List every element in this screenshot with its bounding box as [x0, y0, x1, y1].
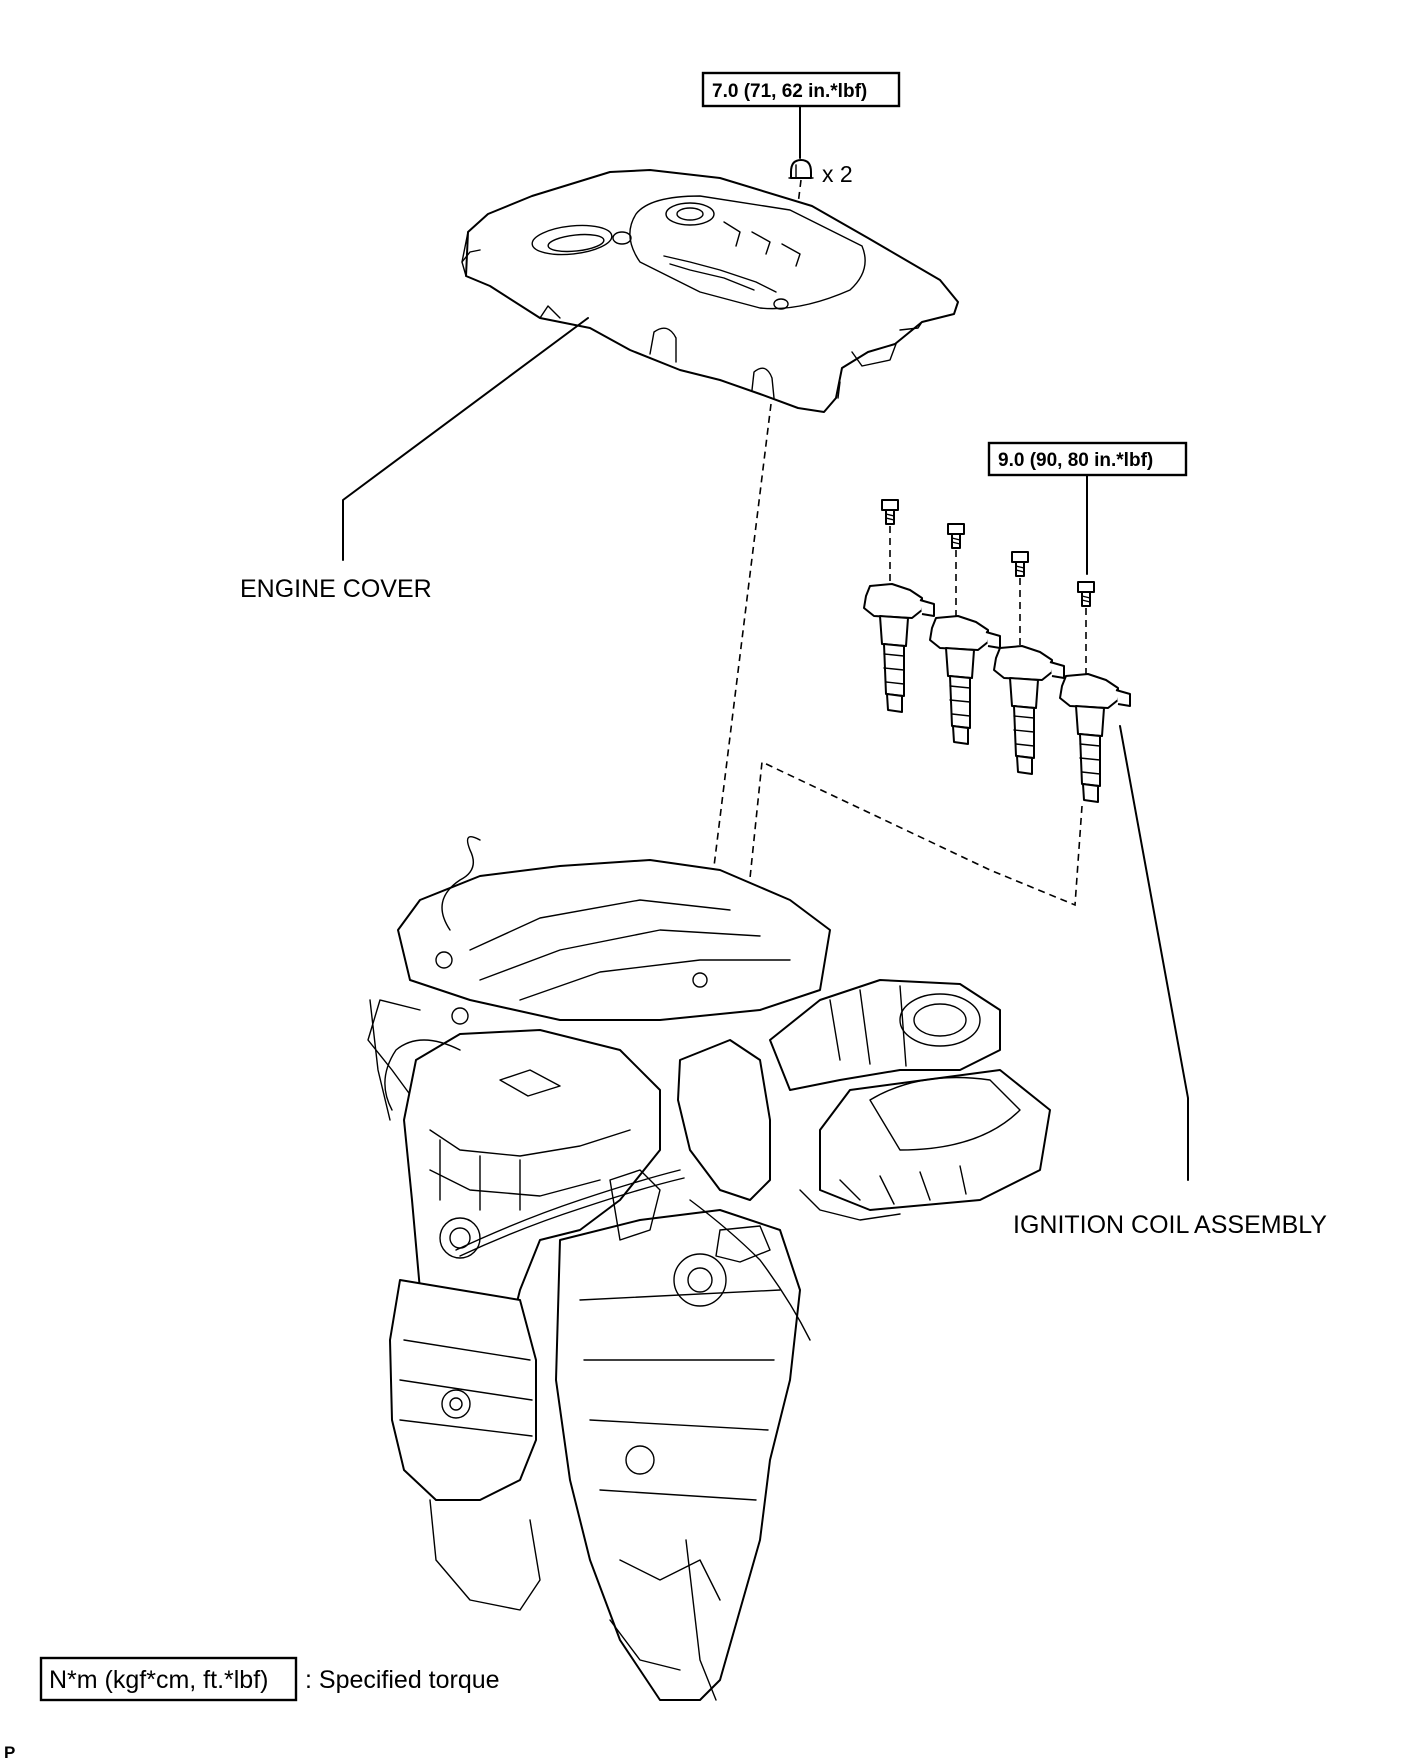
ignition-coil-leader-line	[1119, 725, 1189, 1181]
engine-cover-leader-line	[342, 317, 589, 561]
coil-bolt-torque-callout: 9.0 (90, 80 in.*lbf)	[987, 441, 1188, 575]
engine-assembly	[367, 836, 1051, 1701]
torque-legend: N*m (kgf*cm, ft.*lbf) : Specified torque	[39, 1656, 500, 1702]
cover-nut-torque-text: 7.0 (71, 62 in.*lbf)	[712, 81, 867, 102]
corner-mark: P	[4, 1743, 15, 1762]
coil-bolt-4-icon	[1077, 581, 1095, 607]
ignition-coil-2	[929, 523, 1001, 745]
ignition-coil-4	[1059, 581, 1131, 803]
coil-bolt-1-icon	[881, 499, 899, 525]
coil-body-2	[929, 615, 1001, 745]
ignition-coil-set	[863, 499, 1131, 803]
ignition-coil-1	[863, 499, 935, 713]
coil-bolt-torque-text: 9.0 (90, 80 in.*lbf)	[998, 450, 1153, 471]
coil-bolt-3-icon	[1011, 551, 1029, 577]
cover-nut-torque-callout: 7.0 (71, 62 in.*lbf)	[701, 71, 901, 159]
engine-cover-label: ENGINE COVER	[240, 575, 432, 603]
coil-body-3	[993, 645, 1065, 775]
coil-body-1	[863, 583, 935, 713]
legend-unit-box-text: N*m (kgf*cm, ft.*lbf)	[49, 1666, 268, 1694]
ignition-coil-label: IGNITION COIL ASSEMBLY	[1013, 1211, 1327, 1239]
cover-cap-nut-icon	[788, 159, 814, 179]
ignition-coil-3	[993, 551, 1065, 775]
legend-description-text: : Specified torque	[305, 1666, 500, 1694]
coil-body-4	[1059, 673, 1131, 803]
engine-cover-part	[461, 169, 959, 413]
coil-bolt-2-icon	[947, 523, 965, 549]
nut-quantity-text: x 2	[822, 161, 853, 187]
